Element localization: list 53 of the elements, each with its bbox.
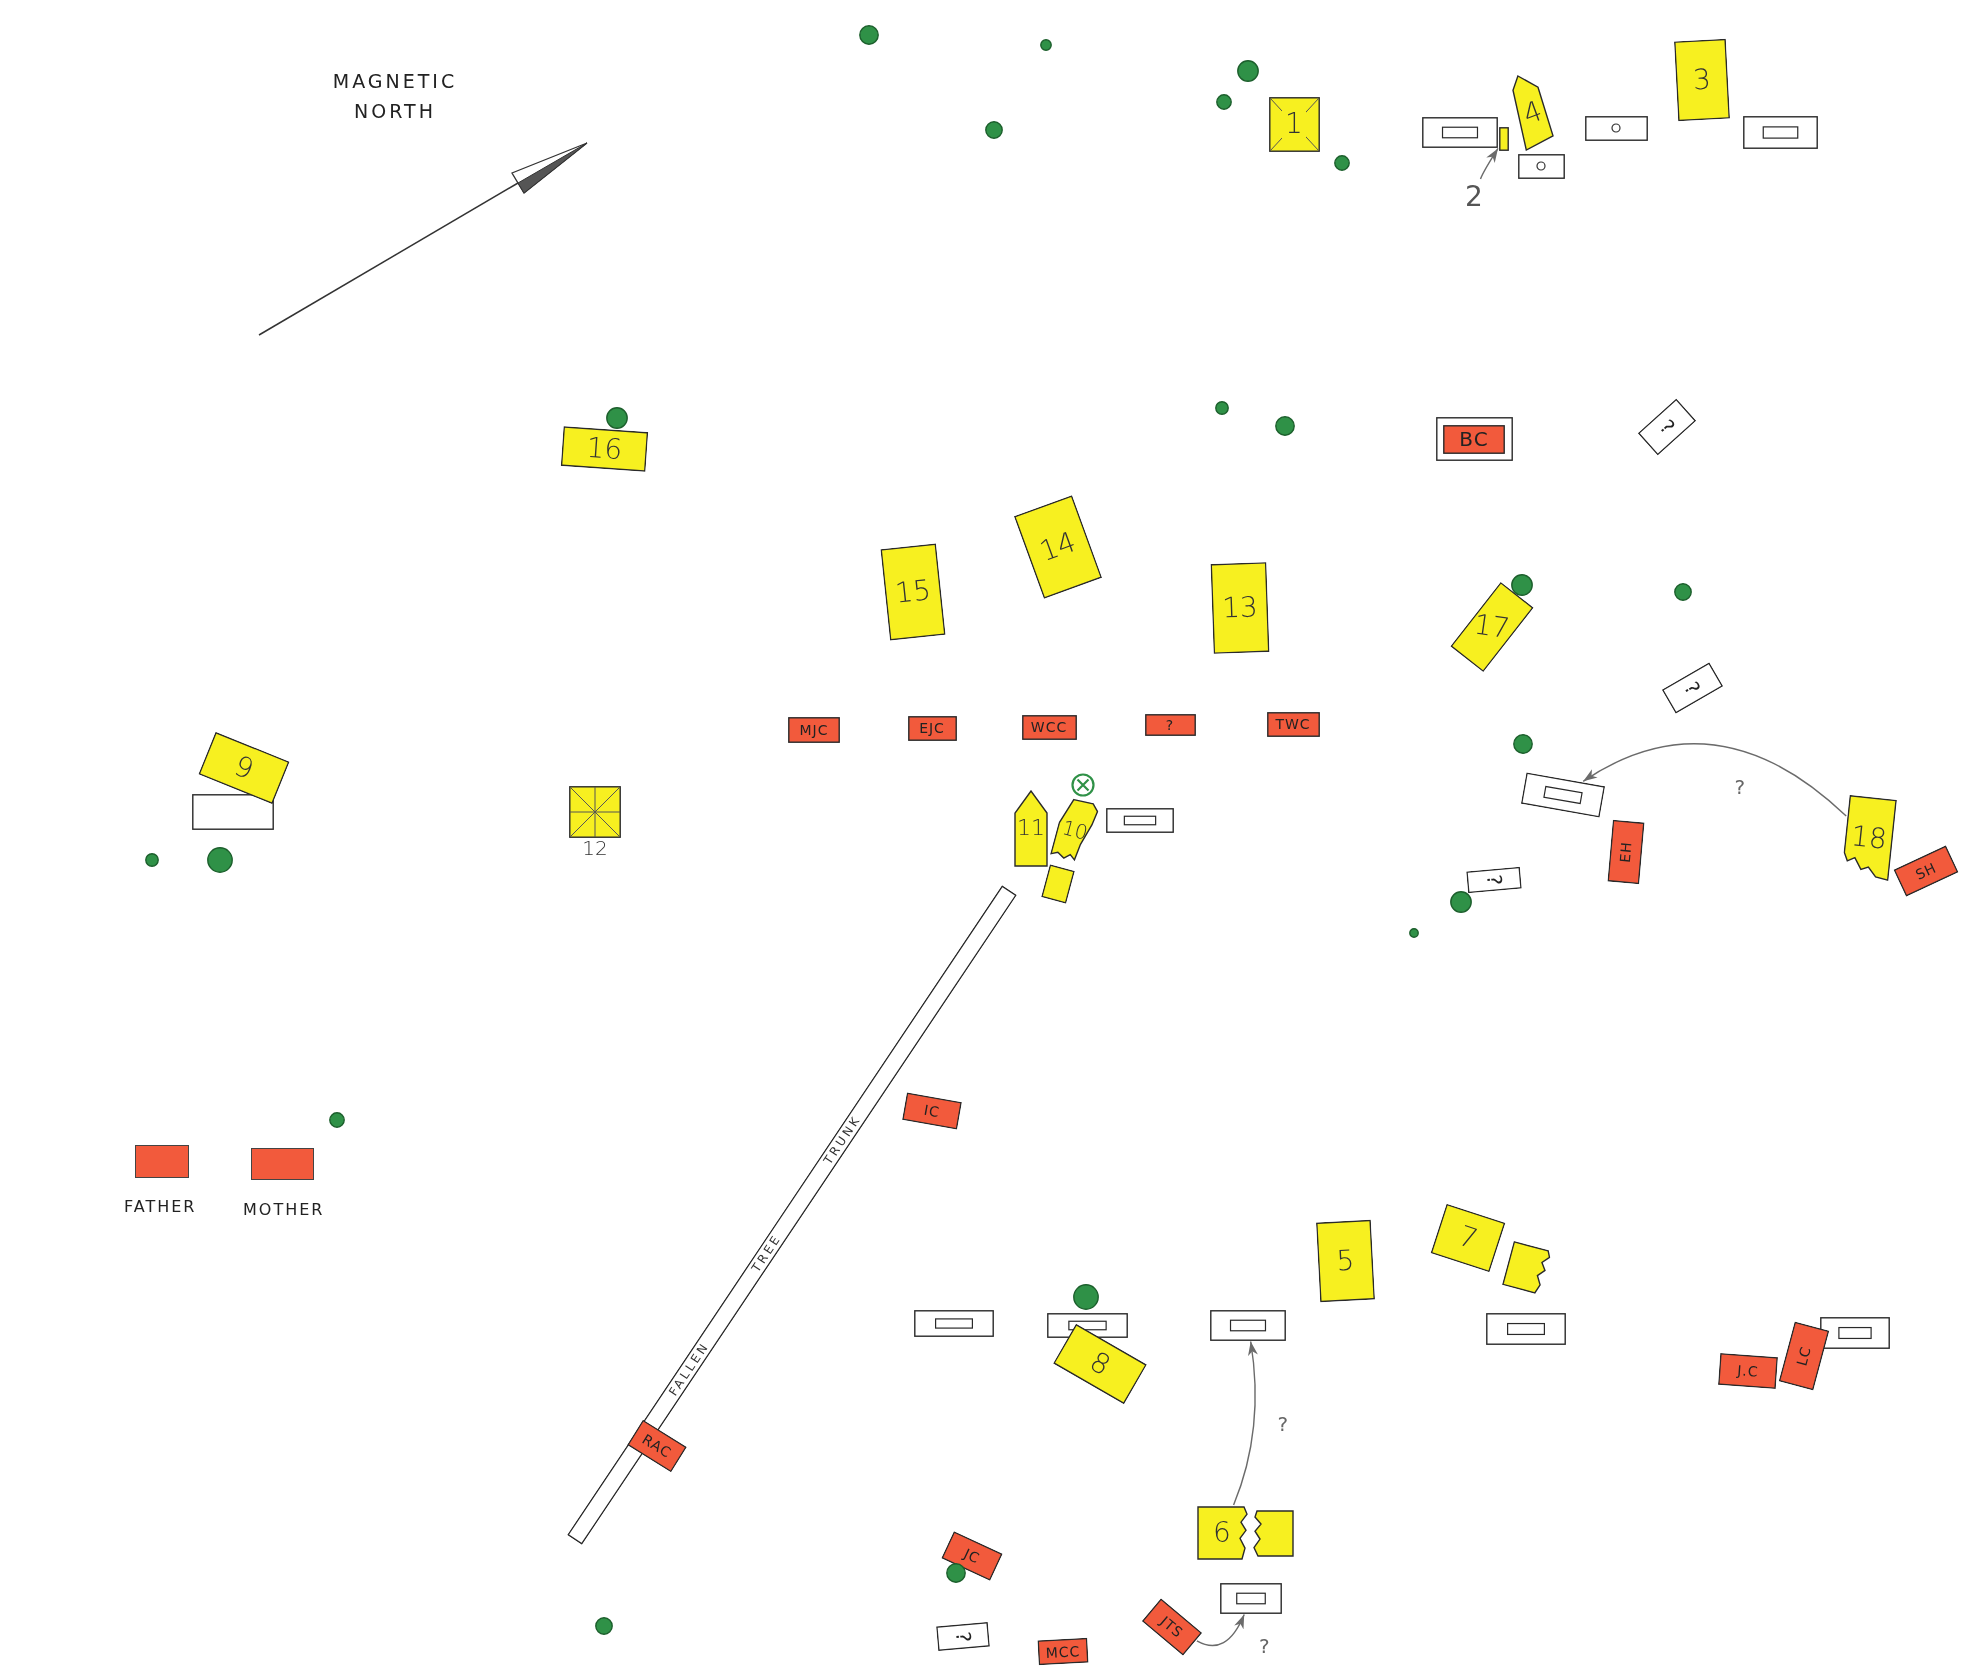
grave-plaque: TWC	[1266, 711, 1320, 737]
grave-slab	[1435, 417, 1513, 461]
headstone-fragment	[1252, 1509, 1294, 1557]
grave-slab	[1210, 1309, 1286, 1341]
grave-slab	[192, 794, 274, 830]
grave-slab: ?	[1661, 662, 1723, 714]
grave-plaque: LC	[1778, 1321, 1830, 1391]
headstone-fragment	[1499, 127, 1509, 151]
grave-plaque: BC	[1443, 424, 1505, 454]
grave-plaque: J.C	[1717, 1353, 1779, 1389]
grave-plaque: MJC	[788, 717, 840, 743]
headstone: 13	[1210, 562, 1270, 654]
grave-slab: ?	[1466, 866, 1522, 894]
headstone: 6	[1196, 1506, 1248, 1560]
grave-slab	[1106, 807, 1174, 833]
grave-slab	[1046, 1312, 1128, 1338]
grave-slab	[1820, 1317, 1890, 1349]
headstone: 15	[880, 543, 946, 641]
headstone: 14	[1013, 495, 1103, 599]
grave-plaque: EJC	[907, 715, 957, 741]
grave-plaque: MCC	[1037, 1637, 1089, 1665]
grave-slab	[1422, 116, 1498, 148]
headstone: 1	[1268, 96, 1320, 152]
legend-label: MOTHER	[243, 1200, 325, 1219]
legend-label: FATHER	[124, 1197, 197, 1216]
grave-slab	[1486, 1313, 1566, 1345]
grave-slab	[1742, 115, 1818, 149]
headstone: 5	[1315, 1219, 1375, 1303]
leader-line	[1479, 147, 1499, 180]
headstone: 7	[1430, 1203, 1506, 1273]
grave-plaque: JTS	[1141, 1598, 1203, 1656]
grave-slab	[1220, 1582, 1282, 1614]
headstone: 8	[1053, 1323, 1147, 1405]
headstone: 16	[560, 426, 648, 472]
headstone: 3	[1673, 38, 1731, 122]
curved-arrow	[1196, 1613, 1245, 1647]
curved-arrow	[1582, 743, 1847, 817]
grave-slab: ?	[936, 1621, 990, 1651]
grave-slab	[1584, 115, 1648, 141]
headstone: 11	[1014, 789, 1048, 867]
headstone: 4	[1512, 75, 1554, 151]
callout-number: 2	[1462, 180, 1486, 214]
grave-slab: ?	[1637, 398, 1697, 456]
compass-label: MAGNETIC NORTH	[331, 69, 459, 124]
headstone: 17	[1450, 581, 1534, 673]
curved-arrow	[1232, 1340, 1258, 1506]
headstone-fragment	[1501, 1240, 1553, 1296]
grave-plaque: EH	[1607, 819, 1645, 885]
grave-plaque: ?	[1144, 714, 1196, 736]
grave-slab	[1517, 153, 1565, 179]
grave-plaque: SH	[1893, 845, 1959, 897]
grave-plaque: WCC	[1021, 714, 1077, 740]
headstone: 9	[198, 731, 290, 805]
